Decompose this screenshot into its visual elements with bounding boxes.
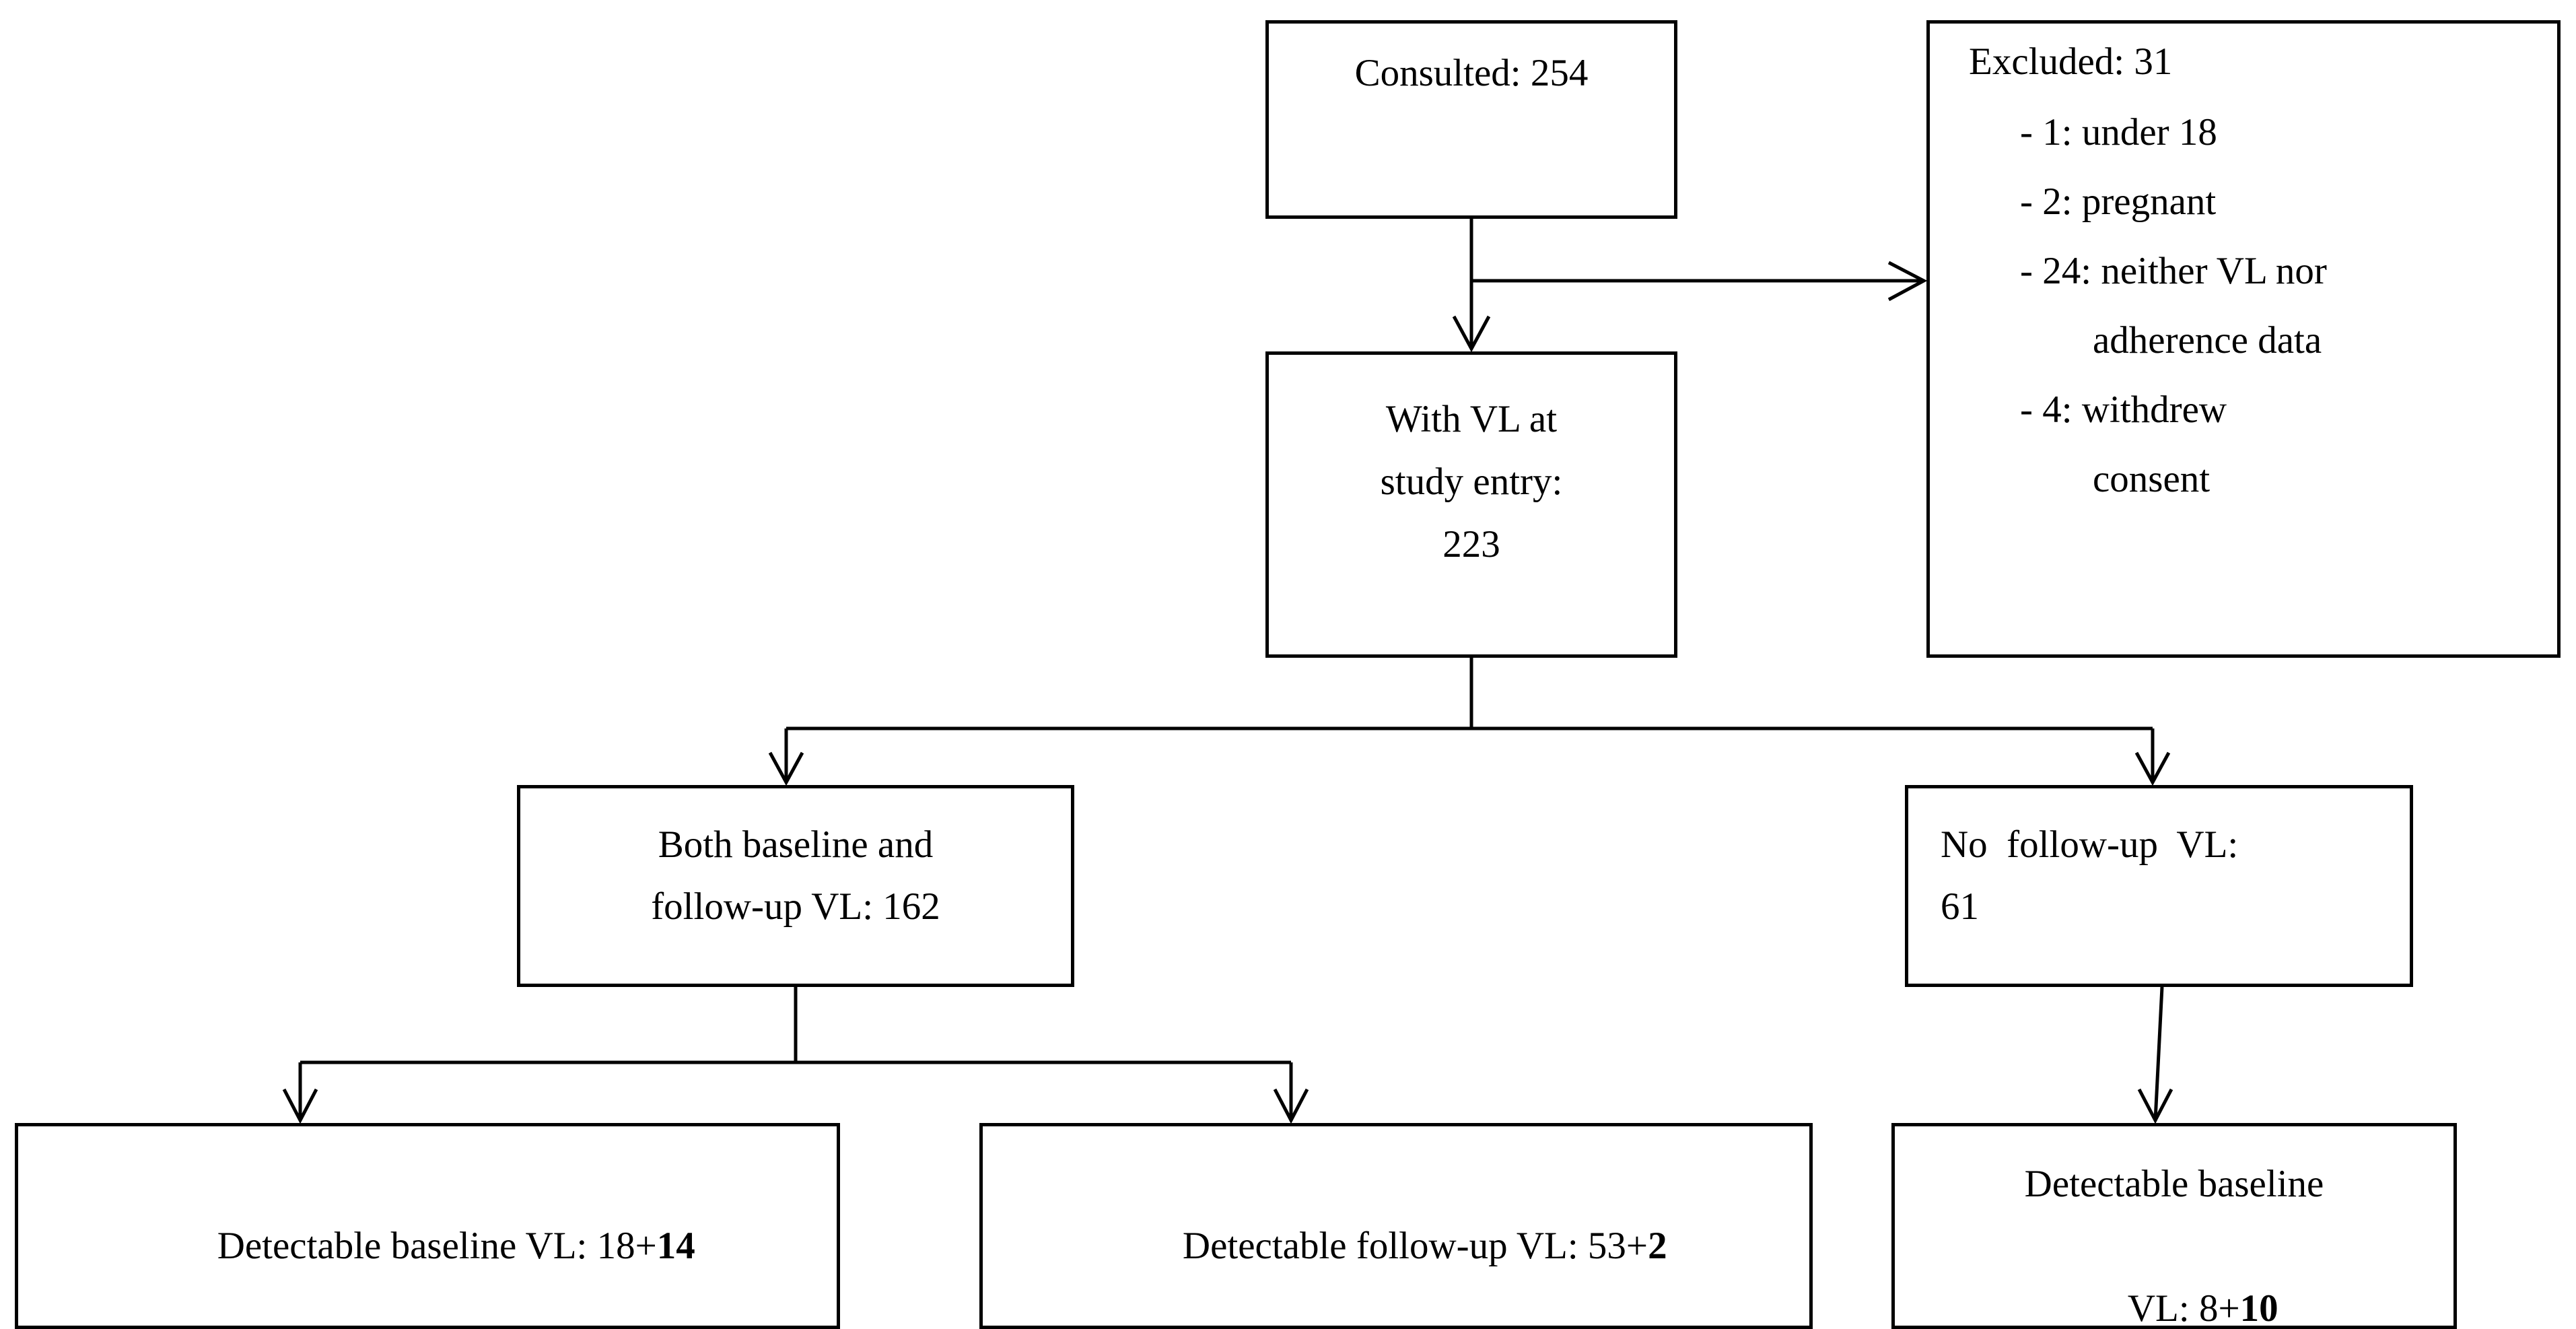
node-with-vl-line3: 223 <box>1442 522 1500 566</box>
arrowhead-withvl-to-both <box>768 751 804 786</box>
node-excluded[interactable]: Excluded: 31 - 1: under 18 - 2: pregnant… <box>1926 20 2561 658</box>
node-consulted-label: Consulted: 254 <box>1354 52 1589 94</box>
excluded-item-2-text: - 2: pregnant <box>2020 180 2217 223</box>
node-detectable-baseline-vl-nofollowup[interactable]: Detectable baseline VL: 8+10 <box>1891 1123 2457 1329</box>
node-consulted[interactable]: Consulted: 254 <box>1265 20 1677 219</box>
arrowhead-nofollow-to-detect <box>2137 1088 2173 1124</box>
excluded-item-4-continuation: consent <box>2093 458 2211 500</box>
node-with-vl-line1: With VL at <box>1385 398 1558 440</box>
node-detectable-baseline-label: Detectable baseline VL: 18+14 <box>160 1153 695 1329</box>
arrowhead-both-to-detect-baseline <box>282 1088 318 1124</box>
arrowhead-both-to-detect-followup <box>1273 1088 1309 1124</box>
node-detectable-baseline-nf-line1: Detectable baseline <box>2024 1163 2324 1205</box>
detectable-followup-bold-count: 2 <box>1648 1225 1667 1268</box>
excluded-item-under-18: - 1: under 18 <box>1969 113 2576 151</box>
excluded-item-no-vl-no-adherence: - 24: neither VL nor adherence data <box>1969 252 2576 360</box>
arrowhead-withvl-to-nofollow <box>2134 751 2171 786</box>
node-both-line1: Both baseline and <box>658 823 934 866</box>
arrowhead-consulted-to-excluded <box>1887 261 1928 302</box>
excluded-item-pregnant: - 2: pregnant <box>1969 182 2576 221</box>
node-no-followup-line2: 61 <box>1941 885 1979 928</box>
node-with-vl-at-study-entry[interactable]: With VL at study entry: 223 <box>1265 351 1677 658</box>
detectable-baseline-prefix: Detectable baseline VL: 18+ <box>217 1225 657 1268</box>
node-with-vl-line2: study entry: <box>1380 460 1563 503</box>
excluded-item-3-continuation: adherence data <box>2093 319 2322 362</box>
node-detectable-followup-label: Detectable follow-up VL: 53+2 <box>1125 1153 1667 1329</box>
excluded-item-4-text: - 4: withdrew <box>2020 388 2227 431</box>
node-detectable-followup-vl[interactable]: Detectable follow-up VL: 53+2 <box>979 1123 1813 1329</box>
excluded-item-3-text: - 24: neither VL nor <box>2020 250 2327 292</box>
node-detectable-baseline-vl[interactable]: Detectable baseline VL: 18+14 <box>15 1123 840 1329</box>
node-both-line2: follow-up VL: 162 <box>651 885 940 928</box>
detectable-baseline-nf-bold-count: 10 <box>2239 1287 2278 1329</box>
node-detectable-baseline-nf-line2: VL: 8+10 <box>2070 1215 2278 1329</box>
node-no-followup-line1: No follow-up VL: <box>1941 823 2239 866</box>
arrowhead-consulted-to-withvl <box>1452 315 1491 353</box>
detectable-baseline-nf-prefix: VL: 8+ <box>2127 1287 2240 1329</box>
edge-nofollow-to-detect <box>2153 986 2164 1121</box>
detectable-baseline-bold-count: 14 <box>656 1225 695 1268</box>
node-excluded-heading: Excluded: 31 <box>1969 40 2173 83</box>
excluded-item-1-text: - 1: under 18 <box>2020 111 2217 154</box>
node-both-baseline-and-followup-vl[interactable]: Both baseline and follow-up VL: 162 <box>517 785 1074 987</box>
detectable-followup-prefix: Detectable follow-up VL: 53+ <box>1182 1225 1648 1268</box>
excluded-item-withdrew-consent: - 4: withdrew consent <box>1969 390 2576 498</box>
node-no-followup-vl[interactable]: No follow-up VL: 61 <box>1905 785 2413 987</box>
